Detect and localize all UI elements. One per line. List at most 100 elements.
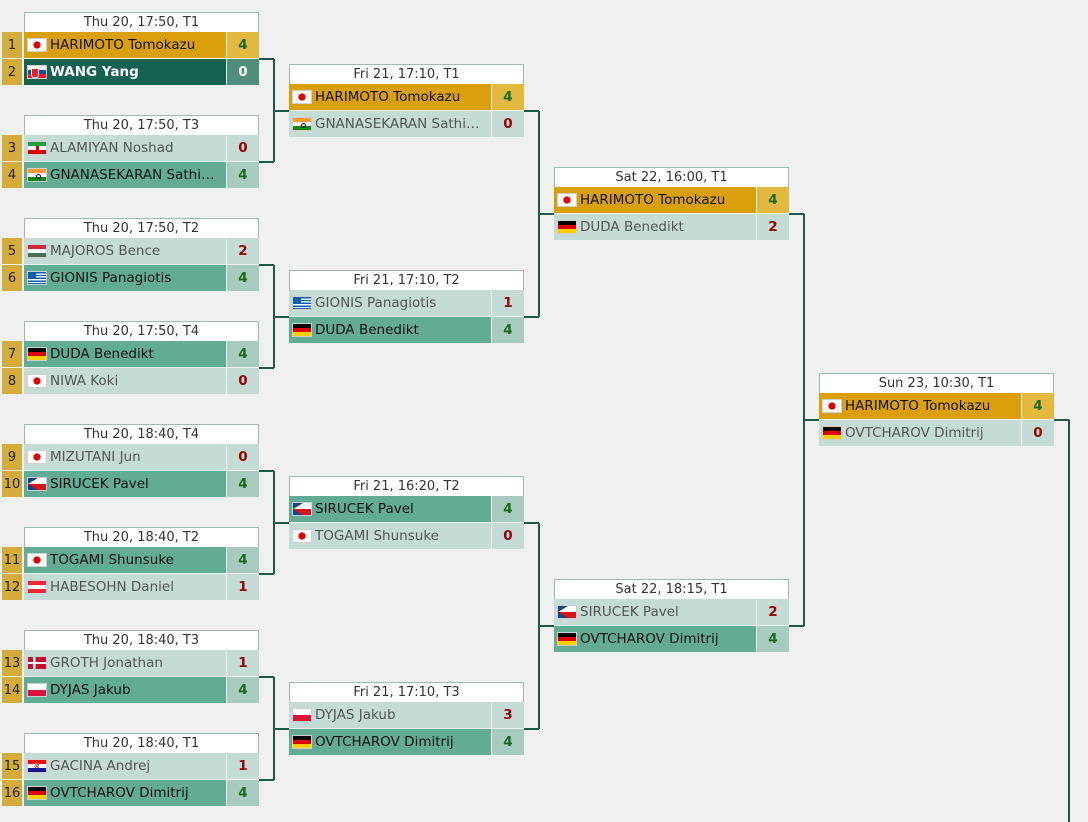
match-score: 0 [1022, 420, 1054, 446]
seed-number: 14 [2, 677, 22, 703]
player-name: HARIMOTO Tomokazu [289, 84, 491, 110]
player-name: OVTCHAROV Dimitrij [819, 420, 1021, 446]
cz-flag-icon [292, 502, 312, 516]
seed-number: 7 [2, 341, 22, 367]
seed-number: 11 [2, 547, 22, 573]
match-time-header: Thu 20, 18:40, T3 [24, 630, 259, 650]
hr-flag-icon [27, 759, 47, 773]
match-score: 4 [227, 547, 259, 573]
player-name: TOGAMI Shunsuke [289, 523, 491, 549]
player-name: SIRUCEK Pavel [289, 496, 491, 522]
match-score: 1 [492, 290, 524, 316]
player-name: DYJAS Jakub [289, 702, 491, 728]
match-time-header: Thu 20, 17:50, T1 [24, 12, 259, 32]
player-name: GIONIS Panagiotis [24, 265, 226, 291]
player-name: HARIMOTO Tomokazu [24, 32, 226, 58]
player-name: GACINA Andrej [24, 753, 226, 779]
jp-flag-icon [557, 193, 577, 207]
player-name: HABESOHN Daniel [24, 574, 226, 600]
de-flag-icon [557, 632, 577, 646]
player-row[interactable]: GNANASEKARAN Sathiy…0 [289, 111, 524, 138]
seed-number: 16 [2, 780, 22, 806]
match-time-header: Thu 20, 17:50, T4 [24, 321, 259, 341]
jp-flag-icon [27, 450, 47, 464]
seed-number: 9 [2, 444, 22, 470]
cz-flag-icon [557, 605, 577, 619]
gr-flag-icon [292, 296, 312, 310]
match-score: 0 [227, 135, 259, 161]
match-score: 4 [492, 496, 524, 522]
seed-number: 3 [2, 135, 22, 161]
de-flag-icon [557, 220, 577, 234]
match-score: 1 [227, 650, 259, 676]
match-score: 3 [492, 702, 524, 728]
jp-flag-icon [292, 90, 312, 104]
match-time-header: Sat 22, 16:00, T1 [554, 167, 789, 187]
player-name: SIRUCEK Pavel [24, 471, 226, 497]
seed-number: 13 [2, 650, 22, 676]
cz-flag-icon [27, 477, 47, 491]
jp-flag-icon [292, 529, 312, 543]
seed-number: 8 [2, 368, 22, 394]
seed-number: 10 [2, 471, 22, 497]
player-name: DUDA Benedikt [289, 317, 491, 343]
de-flag-icon [292, 735, 312, 749]
seed-number: 4 [2, 162, 22, 188]
match-time-header: Fri 21, 16:20, T2 [289, 476, 524, 496]
match-score: 4 [227, 265, 259, 291]
match-score: 1 [227, 753, 259, 779]
player-name: HARIMOTO Tomokazu [554, 187, 756, 213]
match-score: 4 [227, 32, 259, 58]
pl-flag-icon [292, 708, 312, 722]
seed-number: 1 [2, 32, 22, 58]
match-time-header: Fri 21, 17:10, T1 [289, 64, 524, 84]
match-score: 2 [227, 238, 259, 264]
match-time-header: Sat 22, 18:15, T1 [554, 579, 789, 599]
